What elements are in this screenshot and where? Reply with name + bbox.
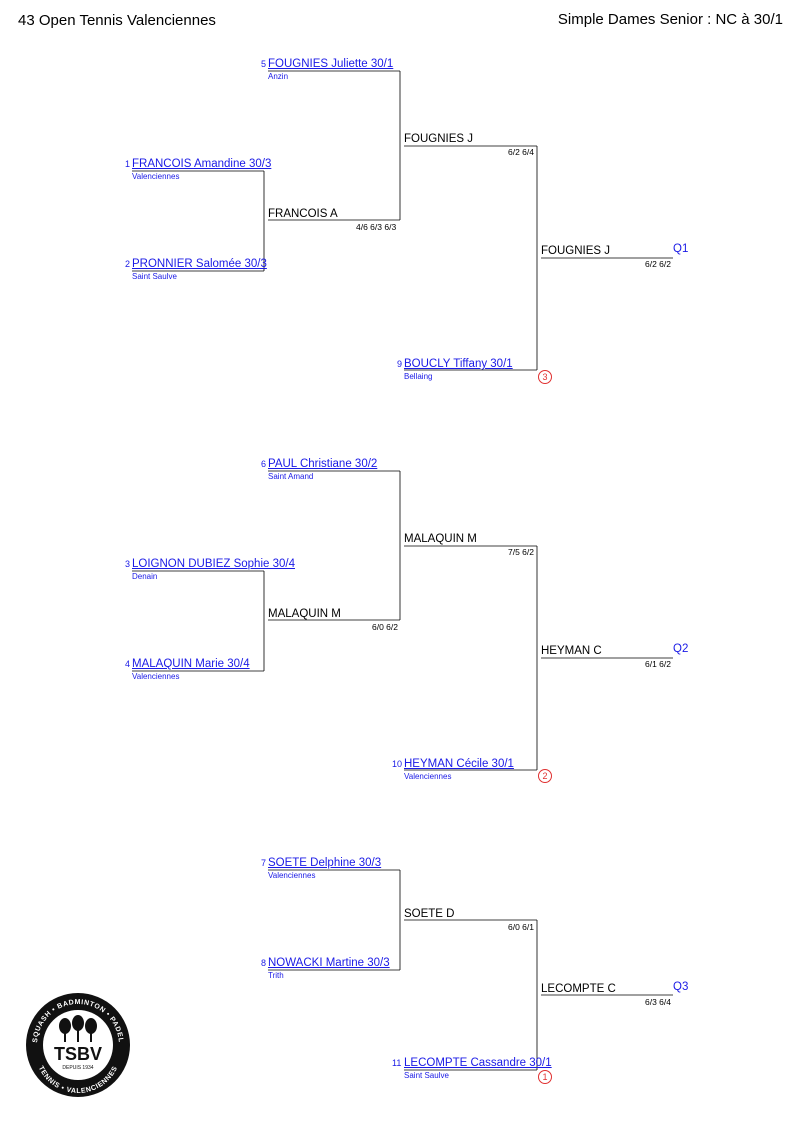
entry-seed: 3 xyxy=(125,559,131,569)
player-link-pronnier-salomee[interactable]: PRONNIER Salomée 30/3 xyxy=(132,258,267,270)
match-score: 6/0 6/2 xyxy=(372,622,398,632)
player-club: Denain xyxy=(132,572,158,581)
player-club: Bellaing xyxy=(404,372,433,381)
player-club: Valenciennes xyxy=(404,772,452,781)
match-score: 6/2 6/4 xyxy=(508,147,534,157)
entry-seed: 9 xyxy=(397,359,403,369)
match-winner: FOUGNIES J xyxy=(404,133,474,145)
player-club: Trith xyxy=(268,971,284,980)
player-link-lecompte-cassandre[interactable]: LECOMPTE Cassandre 30/1 xyxy=(404,1057,552,1069)
player-link-fougnies-juliette[interactable]: FOUGNIES Juliette 30/1 xyxy=(268,58,394,70)
entry-seed: 1 xyxy=(125,159,131,169)
match-score: 6/2 6/2 xyxy=(645,259,671,269)
category-title: Simple Dames Senior : NC à 30/1 xyxy=(557,11,783,28)
player-club: Valenciennes xyxy=(132,672,180,681)
entry-seed: 6 xyxy=(261,459,267,469)
player-link-heyman-cecile[interactable]: HEYMAN Cécile 30/1 xyxy=(404,758,514,770)
entry-seed: 2 xyxy=(125,259,131,269)
entry-seed: 5 xyxy=(261,59,267,69)
entry-seed: 7 xyxy=(261,858,267,868)
match-winner: MALAQUIN M xyxy=(268,608,341,620)
player-club: Saint Saulve xyxy=(404,1071,449,1080)
logo-text: TSBV xyxy=(54,1044,102,1064)
entry-seed: 4 xyxy=(125,659,131,669)
qualifier-label-q1: Q1 xyxy=(673,243,689,255)
player-club: Valenciennes xyxy=(132,172,180,181)
match-score: 6/1 6/2 xyxy=(645,659,671,669)
player-link-francois-amandine[interactable]: FRANCOIS Amandine 30/3 xyxy=(132,158,272,170)
match-winner: HEYMAN C xyxy=(541,645,602,657)
player-link-loignon-dubiez-sophie[interactable]: LOIGNON DUBIEZ Sophie 30/4 xyxy=(132,558,295,570)
match-winner: FRANCOIS A xyxy=(268,208,338,220)
match-score: 4/6 6/3 6/3 xyxy=(356,222,397,232)
tsbv-logo-icon: SQUASH • BADMINTON • PADEL TENNIS • VALE… xyxy=(26,993,130,1097)
match-score: 6/3 6/4 xyxy=(645,997,671,1007)
match-score: 7/5 6/2 xyxy=(508,547,534,557)
player-link-soete-delphine[interactable]: SOETE Delphine 30/3 xyxy=(268,857,382,869)
match-winner: MALAQUIN M xyxy=(404,533,477,545)
order-badge: 1 xyxy=(538,1070,552,1084)
player-club: Saint Amand xyxy=(268,472,314,481)
tournament-title: 43 Open Tennis Valenciennes xyxy=(18,12,216,29)
qualifier-label-q2: Q2 xyxy=(673,643,689,655)
match-winner: SOETE D xyxy=(404,908,455,920)
entry-seed: 8 xyxy=(261,958,267,968)
match-score: 6/0 6/1 xyxy=(508,922,534,932)
player-link-nowacki-martine[interactable]: NOWACKI Martine 30/3 xyxy=(268,957,390,969)
player-club: Valenciennes xyxy=(268,871,316,880)
logo-since: DEPUIS 1934 xyxy=(62,1065,93,1071)
order-badge: 3 xyxy=(538,370,552,384)
player-link-malaquin-marie[interactable]: MALAQUIN Marie 30/4 xyxy=(132,658,250,670)
player-link-paul-christiane[interactable]: PAUL Christiane 30/2 xyxy=(268,458,378,470)
match-winner: LECOMPTE C xyxy=(541,983,616,995)
match-winner: FOUGNIES J xyxy=(541,245,611,257)
player-club: Saint Saulve xyxy=(132,272,177,281)
player-link-boucly-tiffany[interactable]: BOUCLY Tiffany 30/1 xyxy=(404,358,513,370)
racket-icon xyxy=(59,1015,97,1042)
qualifier-label-q3: Q3 xyxy=(673,981,689,993)
order-badge: 2 xyxy=(538,769,552,783)
player-club: Anzin xyxy=(268,72,289,81)
entry-seed: 10 xyxy=(392,759,403,769)
entry-seed: 11 xyxy=(392,1058,402,1068)
